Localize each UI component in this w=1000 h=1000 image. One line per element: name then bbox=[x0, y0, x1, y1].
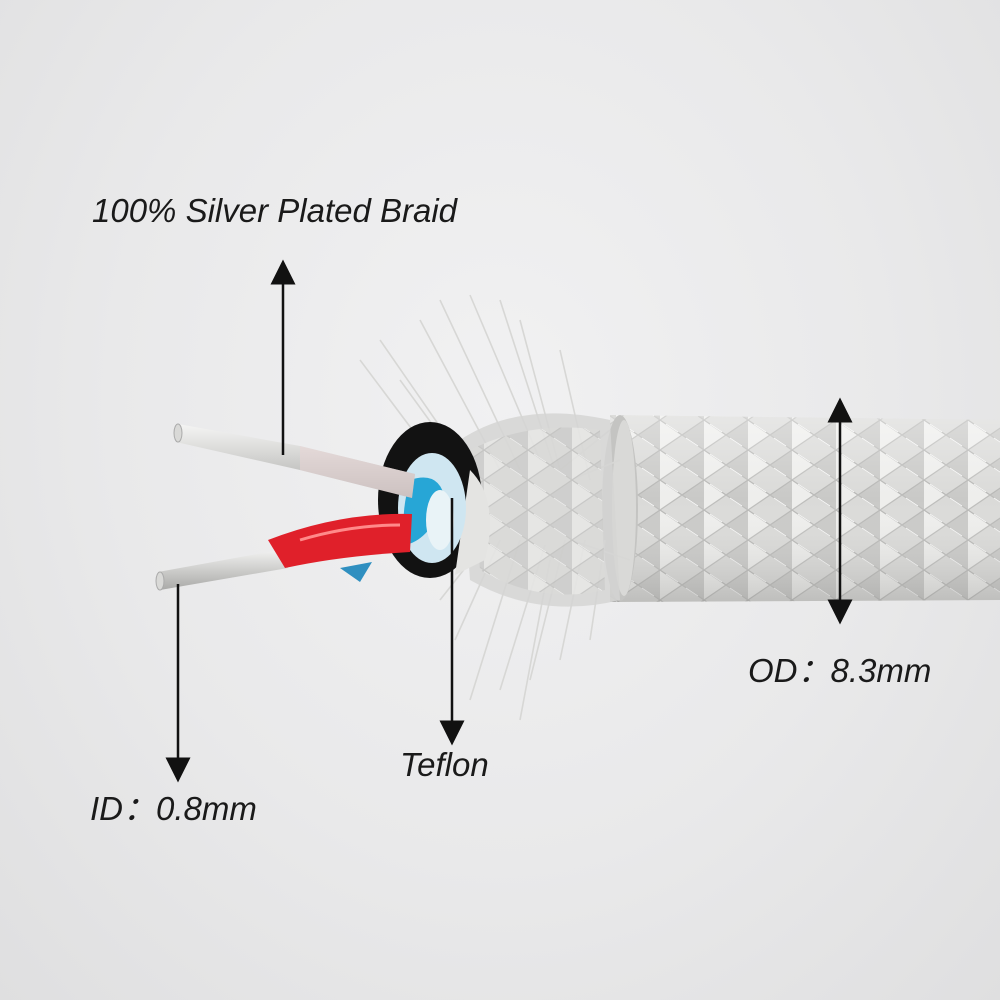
upper-conductor bbox=[173, 423, 415, 498]
braid-shield-fray bbox=[460, 413, 620, 607]
inner-diameter-label: ID：0.8mm bbox=[90, 790, 257, 827]
braided-cable-jacket bbox=[602, 415, 1000, 602]
outer-diameter-label: OD：8.3mm bbox=[748, 652, 932, 689]
lower-conductor bbox=[155, 513, 412, 591]
teflon-label: Teflon bbox=[400, 746, 489, 783]
teflon-insulation bbox=[398, 453, 466, 563]
braid-label: 100% Silver Plated Braid bbox=[92, 192, 458, 229]
